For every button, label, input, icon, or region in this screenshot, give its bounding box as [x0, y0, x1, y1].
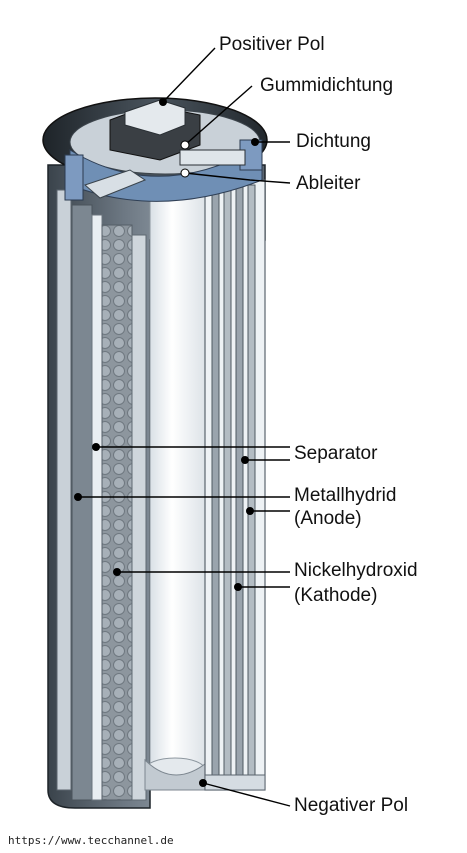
label-negativer-pol: Negativer Pol: [294, 795, 409, 816]
electrode-plates-right: [204, 179, 266, 791]
leader-positiver-pol: [162, 47, 216, 103]
label-nickelhydroxid: Nickelhydroxid: [294, 560, 418, 581]
leader-ableiter: [184, 172, 291, 184]
source-url: https://www.tecchannel.de: [8, 834, 174, 847]
leader-negativer-pol: [202, 782, 291, 807]
label-kathode: (Kathode): [294, 585, 378, 606]
label-positiver-pol: Positiver Pol: [219, 34, 325, 55]
label-separator: Separator: [294, 443, 378, 464]
battery-top-cap: [42, 97, 268, 202]
battery-core: [144, 179, 211, 791]
label-anode: (Anode): [294, 508, 362, 529]
leader-lines: [78, 47, 291, 807]
label-ableiter: Ableiter: [296, 173, 361, 194]
electrode-winding-left: [71, 204, 147, 801]
label-metallhydrid: Metallhydrid: [294, 485, 397, 506]
label-gummidichtung: Gummidichtung: [260, 75, 394, 96]
leader-gummidichtung: [184, 85, 253, 146]
leader-dots: [74, 98, 259, 787]
label-dichtung: Dichtung: [296, 131, 371, 152]
